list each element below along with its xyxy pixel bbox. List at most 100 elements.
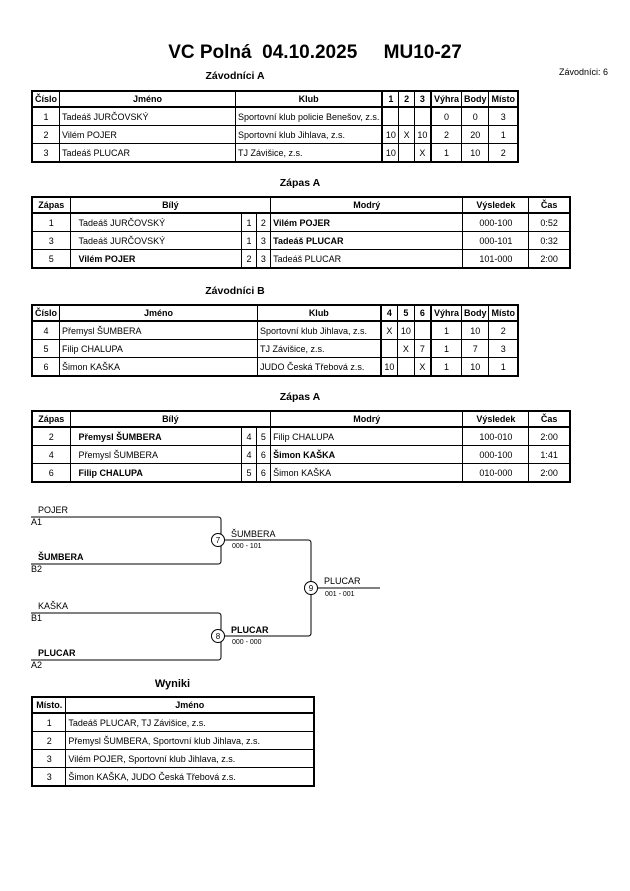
- cell: X: [413, 357, 432, 377]
- matches-a-table: Zápas Bílý Modrý Výsledek Čas 1 Tadeáš J…: [31, 196, 571, 269]
- col-header: Čas: [528, 410, 571, 428]
- cell: Přemysl ŠUMBERA: [69, 445, 243, 464]
- table-row: 4 Přemysl ŠUMBERA Sportovní klub Jihlava…: [31, 320, 519, 340]
- cell: 10: [397, 320, 415, 340]
- col-header: Jméno: [65, 696, 315, 714]
- cell: 3: [488, 339, 519, 358]
- cell: 6: [31, 463, 71, 483]
- table-row: 5 Filip CHALUPA TJ Závišice, z.s. X 7 1 …: [31, 339, 519, 358]
- cell: Přemysl ŠUMBERA, Sportovní klub Jihlava,…: [65, 731, 315, 750]
- table-row: 6 Filip CHALUPA 5 6 Šimon KAŠKA 010-000 …: [31, 463, 571, 483]
- table-row: 2 Vilém POJER Sportovní klub Jihlava, z.…: [31, 125, 519, 144]
- match-8-number: 8: [216, 632, 221, 641]
- cell: 6: [31, 357, 61, 377]
- table-row: 1 Tadeáš PLUCAR, TJ Závišice, z.s.: [31, 712, 315, 732]
- sf2-top-name: KAŠKA: [38, 601, 69, 611]
- cell: Tadeáš PLUCAR: [270, 231, 464, 250]
- cell: [379, 339, 399, 358]
- col-header: Místo: [488, 304, 519, 322]
- cell: X: [397, 339, 415, 358]
- cell: 1: [488, 125, 519, 144]
- col-header: Výsledek: [462, 410, 530, 428]
- col-header: Modrý: [270, 410, 464, 428]
- cell: 1: [429, 143, 462, 163]
- col-header: 2: [398, 90, 415, 108]
- match-7-number: 7: [216, 536, 221, 545]
- col-header: Místo.: [31, 696, 67, 714]
- cell: 10: [381, 125, 400, 144]
- sf2-top-seed: B1: [31, 613, 43, 623]
- cell: 2: [488, 143, 519, 163]
- table-row: 3 Tadeáš PLUCAR TJ Závišice, z.s. 10 X 1…: [31, 143, 519, 163]
- cell: Vilém POJER: [69, 249, 243, 269]
- page-title: VC Polná 04.10.2025 MU10-27: [168, 42, 462, 63]
- matches-a-title: Zápas A: [279, 177, 321, 189]
- cell: TJ Závišice, z.s.: [256, 339, 382, 358]
- col-header: 4: [379, 304, 399, 322]
- cell: 0:32: [528, 231, 571, 250]
- cell: 6: [255, 445, 272, 464]
- cell: Vilém POJER: [59, 125, 236, 144]
- col-header: Body: [460, 304, 490, 322]
- cell: Tadeáš PLUCAR: [270, 249, 464, 269]
- cell: Šimon KAŠKA: [59, 357, 258, 377]
- cell: 3: [255, 231, 272, 250]
- table-row: 3 Vilém POJER, Sportovní klub Jihlava, z…: [31, 749, 315, 768]
- sf2-bottom-seed: A2: [31, 660, 43, 670]
- sf2-winner: PLUCAR: [231, 625, 269, 635]
- group-b-header: Číslo Jméno Klub 4 5 6 Výhra Body Místo: [31, 304, 519, 322]
- cell: 2: [31, 125, 61, 144]
- col-header: Zápas: [31, 410, 71, 428]
- col-header: Klub: [234, 90, 383, 108]
- cell: [397, 357, 415, 377]
- group-a-header: Číslo Jméno Klub 1 2 3 Výhra Body Místo: [31, 90, 519, 108]
- col-header: Číslo: [31, 90, 61, 108]
- cell: 10: [413, 125, 432, 144]
- table-row: 2 Přemysl ŠUMBERA, Sportovní klub Jihlav…: [31, 731, 315, 750]
- cell: 1: [31, 212, 71, 232]
- group-b-title: Závodníci B: [205, 285, 265, 297]
- sf1-bottom-name: ŠUMBERA: [38, 552, 84, 562]
- col-header: Jméno: [59, 304, 258, 322]
- col-header: Místo: [488, 90, 519, 108]
- match-8-circle: [211, 629, 225, 643]
- matches-b-title: Zápas A: [279, 391, 321, 403]
- competitors-count: Závodníci: 6: [558, 67, 608, 77]
- sf1-bottom-seed: B2: [31, 564, 43, 574]
- col-header: Modrý: [270, 196, 464, 214]
- results-table: Místo. Jméno 1 Tadeáš PLUCAR, TJ Závišic…: [31, 696, 315, 787]
- col-header: 6: [413, 304, 432, 322]
- cell: 3: [31, 767, 67, 787]
- cell: 10: [379, 357, 399, 377]
- matches-a-header: Zápas Bílý Modrý Výsledek Čas: [31, 196, 571, 214]
- matches-b-header: Zápas Bílý Modrý Výsledek Čas: [31, 410, 571, 428]
- cell: Vilém POJER, Sportovní klub Jihlava, z.s…: [65, 749, 315, 768]
- group-a-table: Číslo Jméno Klub 1 2 3 Výhra Body Místo …: [31, 90, 519, 163]
- cell: 010-000: [462, 463, 530, 483]
- sf2-score: 000 - 000: [232, 639, 262, 646]
- col-header: Čas: [528, 196, 571, 214]
- cell: 2:00: [528, 463, 571, 483]
- table-row: 1 Tadeáš JURČOVSKÝ Sportovní klub polici…: [31, 106, 519, 126]
- table-row: 5 Vilém POJER 2 3 Tadeáš PLUCAR 101-000 …: [31, 249, 571, 269]
- col-header: Bílý: [69, 410, 272, 428]
- sf1-score: 000 - 101: [232, 543, 262, 550]
- col-header: 5: [397, 304, 415, 322]
- sf1-top-seed: A1: [31, 517, 43, 527]
- cell: Šimon KAŠKA: [270, 445, 464, 464]
- cell: 2: [31, 731, 67, 750]
- cell: X: [398, 125, 415, 144]
- group-b-table: Číslo Jméno Klub 4 5 6 Výhra Body Místo …: [31, 304, 519, 377]
- cell: [398, 143, 415, 163]
- final-winner: PLUCAR: [324, 576, 361, 586]
- cell: Tadeáš PLUCAR, TJ Závišice, z.s.: [65, 712, 315, 732]
- cell: Sportovní klub Jihlava, z.s.: [234, 125, 383, 144]
- table-row: 6 Šimon KAŠKA JUDO Česká Třebová z.s. 10…: [31, 357, 519, 377]
- cell: Šimon KAŠKA: [270, 463, 464, 483]
- col-header: Bílý: [69, 196, 272, 214]
- matches-b-table: Zápas Bílý Modrý Výsledek Čas 2 Přemysl …: [31, 410, 571, 483]
- table-row: 3 Tadeáš JURČOVSKÝ 1 3 Tadeáš PLUCAR 000…: [31, 231, 571, 250]
- table-row: 4 Přemysl ŠUMBERA 4 6 Šimon KAŠKA 000-10…: [31, 445, 571, 464]
- table-row: 1 Tadeáš JURČOVSKÝ 1 2 Vilém POJER 000-1…: [31, 212, 571, 232]
- cell: 3: [31, 749, 67, 768]
